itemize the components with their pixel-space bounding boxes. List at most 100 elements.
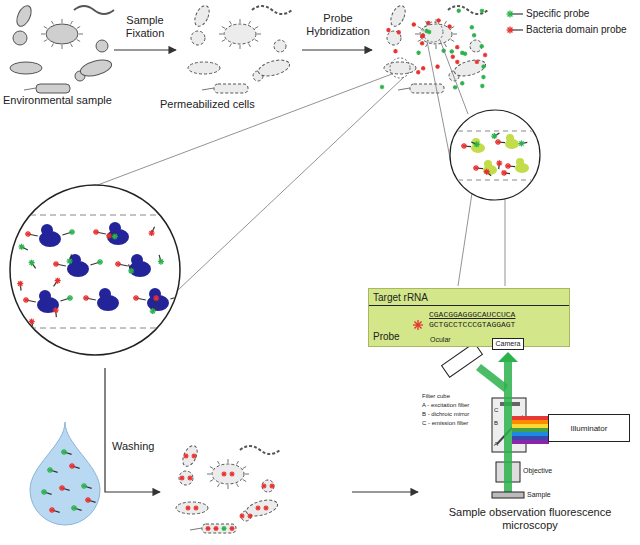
stage-label: Permeabilized cells — [160, 98, 255, 111]
ribosome — [109, 222, 121, 234]
probe-star — [194, 506, 199, 511]
legend-text: Specific probe — [526, 8, 589, 20]
probe-star — [256, 506, 261, 511]
cell-appendage — [451, 40, 454, 42]
cell-appendage — [210, 467, 213, 469]
node-text: GCTGCCTCCCGTAGGAGT — [369, 319, 569, 329]
probe-star — [230, 526, 235, 531]
probe-star — [480, 44, 484, 48]
probe-star — [222, 526, 227, 531]
probe-star — [501, 170, 507, 176]
cell-interior — [440, 131, 550, 180]
probe-star — [81, 483, 87, 489]
probe-star — [106, 233, 112, 239]
camera-box: Camera — [492, 338, 525, 350]
cell-membrane — [0, 328, 200, 329]
cell-appendage — [219, 34, 223, 35]
rrna-panel: Target rRNACGACGGAGGGCAUCCUCAGCTGCCTCCCG… — [368, 288, 570, 347]
light-spectrum — [512, 416, 549, 420]
bacterial-cell — [224, 24, 256, 44]
probe-star — [29, 319, 35, 325]
legend-probe-sample — [505, 24, 524, 36]
probe-star — [435, 64, 439, 68]
probe-strand — [170, 296, 180, 299]
illuminator-box: Illuminator — [548, 414, 630, 442]
probe-star — [453, 85, 457, 89]
cell-group — [188, 3, 292, 93]
probe-star — [158, 259, 164, 265]
ribosome — [39, 290, 51, 302]
cell-appendage — [228, 485, 229, 489]
cell-membrane — [440, 180, 550, 181]
ribosome — [131, 254, 143, 266]
probe-star — [470, 25, 474, 29]
cell-appendage — [228, 459, 229, 463]
probe-star — [49, 507, 55, 513]
probe-star — [53, 307, 59, 313]
bacterial-cell — [46, 24, 78, 44]
coccus-cell — [262, 480, 274, 492]
ribosome — [41, 224, 53, 236]
probe-star — [480, 9, 484, 13]
stage-label: Environmental sample — [3, 94, 112, 107]
probe-star — [496, 160, 502, 166]
probe-star — [450, 49, 454, 53]
coccus-cell — [13, 31, 27, 45]
probe-star — [416, 51, 420, 55]
light-spectrum — [512, 436, 549, 440]
probe-star — [59, 485, 65, 491]
zoom-line — [458, 193, 472, 286]
cell-group — [176, 443, 280, 533]
step-label: Probe Hybridization — [299, 12, 377, 37]
ribosome — [506, 134, 514, 142]
bacterial-cell — [176, 502, 208, 514]
light-spectrum — [512, 428, 549, 432]
bacterial-cell — [79, 57, 114, 79]
probe-star — [262, 484, 267, 489]
cell-appendage — [255, 27, 258, 29]
light-spectrum — [512, 440, 549, 444]
probe-star — [184, 454, 189, 459]
microscope-part-label: C - emission filter — [422, 420, 468, 427]
flagellum — [190, 528, 202, 530]
probe-star — [507, 11, 514, 18]
ribosome — [99, 288, 111, 300]
step-label: Sample Fixation — [112, 14, 178, 39]
coccus-cell — [179, 471, 193, 485]
bacterial-cell — [10, 62, 42, 74]
cell-appendage — [237, 461, 239, 464]
microscope-part-label: A — [494, 441, 498, 448]
probe-star — [188, 476, 193, 481]
cell-appendage — [230, 21, 232, 24]
probe-star — [475, 60, 479, 64]
probe-star — [393, 49, 397, 53]
microscope-part-label: Sample — [527, 491, 551, 499]
microscope-part-label: C — [494, 407, 498, 414]
probe-star — [67, 258, 73, 264]
cell-appendage — [418, 27, 421, 29]
probe-star — [424, 29, 428, 33]
rod-cell — [410, 84, 444, 93]
probe-star — [97, 259, 103, 265]
light-beam — [476, 364, 508, 392]
microscope-part-label: Filter cube — [422, 393, 450, 400]
flagellum — [398, 88, 410, 90]
bacterial-cell — [188, 62, 220, 74]
filament-cell — [448, 6, 488, 14]
coccus-cell — [274, 40, 286, 52]
probe-star — [473, 165, 479, 171]
microscope-part-label: A - excitation filter — [422, 402, 469, 409]
probe-star — [240, 514, 245, 519]
coccus-cell — [96, 40, 108, 52]
cell-appendage — [222, 40, 225, 42]
light-spectrum — [512, 424, 549, 428]
microscope-part-label: Objective — [523, 467, 552, 475]
probe-star — [426, 21, 430, 25]
light-spectrum — [512, 432, 549, 436]
probe-star — [69, 229, 75, 235]
probe-star — [61, 449, 67, 455]
probe-star — [55, 278, 61, 284]
probe-star — [149, 230, 155, 236]
bacterial-cell — [14, 3, 34, 28]
cell-appendage — [230, 44, 232, 47]
